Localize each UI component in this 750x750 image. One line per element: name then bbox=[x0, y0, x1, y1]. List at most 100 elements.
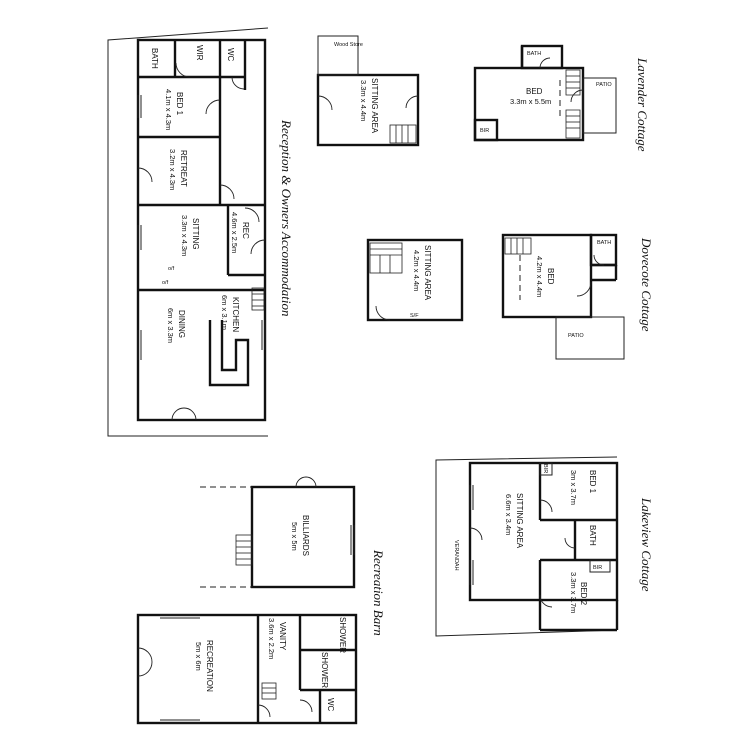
dovecote-sitting-label: SITTING AREA bbox=[423, 245, 432, 301]
lavender-cottage-title: Lavender Cottage bbox=[635, 57, 650, 152]
main-rec-label: REC bbox=[241, 222, 250, 239]
dovecote-door-patio bbox=[576, 281, 592, 297]
main-door-rec bbox=[219, 184, 235, 200]
lavender-sitting-outer-wall bbox=[316, 73, 420, 147]
lakeview-door-bath bbox=[564, 537, 576, 549]
billiards-label: BILLIARDS bbox=[301, 515, 310, 556]
shower-label-2: SHOWER bbox=[320, 652, 329, 688]
lavender-patio-label: PATIO bbox=[596, 82, 612, 88]
main-door-wc bbox=[231, 76, 245, 90]
main-door-retreat bbox=[137, 167, 153, 183]
lakeview-bed2-dim: 3.3m x 3.7m bbox=[569, 572, 578, 613]
vanity-dim: 3.6m x 2.2m bbox=[267, 618, 276, 659]
recreation-wc-label: WC bbox=[326, 698, 335, 712]
main-of-label-1: o/f bbox=[168, 266, 175, 272]
lavender-upper-stair bbox=[565, 69, 581, 139]
dovecote-sitting-stair bbox=[369, 242, 403, 274]
dovecote-bed-label: BED bbox=[546, 268, 555, 285]
lavender-door-patio bbox=[570, 89, 584, 103]
main-wc-label: WC bbox=[226, 48, 235, 62]
main-bed1-dim: 4.1m x 4.3m bbox=[164, 89, 173, 130]
main-dining-dim: 6m x 3.3m bbox=[166, 308, 175, 343]
recreation-barn-plan: BILLIARDS 5m x 5m RECREATION 5m x 6m VAN… bbox=[136, 476, 386, 725]
main-house-title: Reception & Owners Accommodation bbox=[279, 119, 294, 317]
main-kitchen-steps bbox=[251, 287, 265, 311]
main-retreat-dim: 3.2m x 4.3m bbox=[168, 149, 177, 190]
lavender-wood-store bbox=[317, 35, 359, 76]
billiards-steps bbox=[235, 534, 253, 566]
lakeview-door-bed2 bbox=[539, 594, 553, 608]
main-sitting-dim: 3.3m x 4.3m bbox=[180, 215, 189, 256]
lakeview-door-verandah bbox=[469, 527, 483, 541]
main-sitting-label: SITTING bbox=[191, 218, 200, 250]
main-dining-label: DINING bbox=[177, 310, 186, 338]
lavender-bath-label: BATH bbox=[527, 51, 541, 57]
lakeview-door-bed1 bbox=[539, 499, 553, 513]
lakeview-sitting-dim: 6.6m x 3.4m bbox=[504, 494, 513, 535]
dovecote-door-sitting bbox=[375, 305, 391, 321]
dovecote-sitting-outer-wall bbox=[366, 238, 464, 322]
lavender-wood-store-label: Wood Store bbox=[334, 42, 363, 48]
lavender-bed-label: BED bbox=[526, 87, 543, 96]
main-wir-label: WIR bbox=[195, 45, 204, 61]
dovecote-sf-label: S/F bbox=[410, 313, 419, 319]
lavender-door-bath bbox=[539, 57, 551, 69]
main-door-bath bbox=[175, 62, 191, 78]
dovecote-door-bath bbox=[593, 254, 605, 266]
main-of-label-2: o/f bbox=[162, 280, 169, 286]
lavender-patio bbox=[582, 77, 617, 134]
lavender-bath-wall bbox=[520, 44, 564, 70]
recreation-steps bbox=[261, 682, 277, 700]
dovecote-cottage-plan: SITTING AREA 4.2m x 4.4m S/F BED 4.2m x … bbox=[366, 233, 654, 360]
lakeview-bed2-label: BED 2 bbox=[579, 582, 588, 606]
dovecote-bath-label: BATH bbox=[597, 240, 611, 246]
shower-label-1: SHOWER bbox=[338, 617, 347, 653]
main-rec-dim: 4.6m x 2.5m bbox=[230, 212, 239, 253]
lakeview-site-boundary bbox=[435, 456, 618, 637]
billiards-dim: 5m x 5m bbox=[290, 522, 299, 551]
dovecote-bed-dim: 4.2m x 4.4m bbox=[535, 256, 544, 297]
recreation-barn-title: Recreation Barn bbox=[371, 549, 386, 636]
lavender-door-sitting bbox=[317, 95, 333, 111]
recreation-dim: 5m x 6m bbox=[194, 642, 203, 671]
dovecote-bed-stair bbox=[504, 237, 532, 255]
main-door-rec-outer bbox=[250, 239, 266, 255]
main-windows bbox=[137, 95, 266, 360]
main-kitchen-label: KITCHEN bbox=[231, 297, 240, 332]
lavender-sitting-label: SITTING AREA bbox=[370, 78, 379, 134]
lavender-cottage-plan: BED 3.3m x 5.5m BATH BIR PATIO SITTING A… bbox=[316, 35, 650, 152]
lakeview-bed1-dim: 3m x 3.7m bbox=[569, 470, 578, 505]
lakeview-cottage-plan: BED 1 3m x 3.7m BATH BED 2 3.3m x 3.7m S… bbox=[435, 456, 654, 637]
lakeview-sitting-label: SITTING AREA bbox=[515, 493, 524, 549]
main-kitchen-dim: 6m x 3.1m bbox=[220, 295, 229, 330]
vanity-label: VANITY bbox=[278, 622, 287, 651]
lavender-bed-dim: 3.3m x 5.5m bbox=[510, 97, 551, 106]
recreation-door-wc bbox=[299, 699, 313, 713]
recreation-door-vanity bbox=[257, 704, 271, 718]
main-bed1-label: BED 1 bbox=[175, 92, 184, 116]
main-house-site-boundary bbox=[107, 27, 269, 437]
lavender-sitting-dim: 3.3m x 4.4m bbox=[359, 80, 368, 121]
dovecote-bed-outer-wall bbox=[501, 233, 593, 319]
lavender-door-sitting-2 bbox=[405, 95, 419, 109]
lavender-sitting-stair bbox=[389, 124, 417, 144]
main-retreat-label: RETREAT bbox=[179, 150, 188, 187]
main-house-plan: WC WIR BATH BED 1 4.1m x 4.3m RETREAT 3.… bbox=[107, 27, 294, 437]
main-door-dining bbox=[171, 407, 197, 421]
lakeview-windows bbox=[469, 485, 474, 585]
dovecote-cottage-title: Dovecote Cottage bbox=[639, 237, 654, 332]
lakeview-bir-box-2 bbox=[589, 559, 611, 573]
lakeview-bed1-label: BED 1 bbox=[588, 470, 597, 494]
lakeview-bir-label-2: BIR bbox=[593, 565, 602, 571]
dovecote-patio bbox=[555, 316, 625, 360]
dovecote-sitting-dim: 4.2m x 4.4m bbox=[412, 250, 421, 291]
dovecote-patio-label: PATIO bbox=[568, 333, 584, 339]
billiards-door bbox=[295, 476, 317, 488]
recreation-outer-wall bbox=[136, 613, 358, 725]
main-door-bed1 bbox=[205, 99, 221, 115]
recreation-label: RECREATION bbox=[205, 640, 214, 692]
recreation-windows bbox=[160, 614, 200, 724]
lakeview-cottage-title: Lakeview Cottage bbox=[639, 497, 654, 592]
lakeview-bir-label-1: BIR bbox=[542, 464, 548, 473]
